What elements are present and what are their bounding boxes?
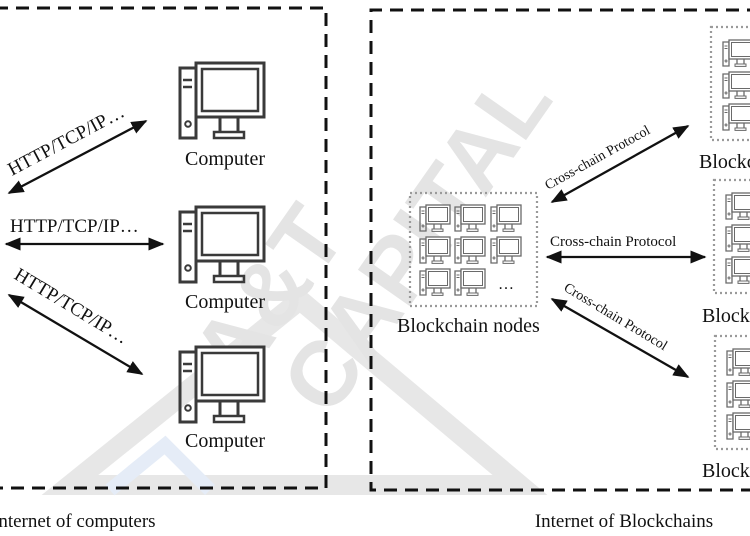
watermark: A&T CAPITAL — [41, 52, 571, 496]
watermark-triangle-shape — [41, 287, 548, 495]
cross-chain-link-label-3: Cross-chain Protocol — [561, 281, 670, 355]
node-icon — [725, 192, 750, 221]
computer-label: Computer — [185, 430, 265, 452]
computer-1: Computer — [178, 61, 266, 170]
blockchain-label: Blockchain — [699, 151, 750, 173]
node-icon — [725, 224, 750, 253]
left-panel-border — [0, 6, 328, 490]
node-icon — [726, 412, 750, 441]
node-icon — [722, 103, 750, 132]
blockchain-border — [712, 178, 750, 295]
http-link-label-2: HTTP/TCP/IP… — [10, 216, 139, 237]
left-panel-caption: Internet of computers — [0, 511, 156, 532]
blockchain-label: Blockchain — [702, 460, 750, 482]
computer-icon — [178, 61, 266, 140]
node-icon — [722, 39, 750, 68]
right-panel-border — [369, 8, 750, 492]
right-panel-caption: Internet of Blockchains — [535, 511, 713, 532]
blockchain-node-cluster: … Blockchain nodes — [397, 191, 540, 337]
blockchain-2: Blockchain — [702, 178, 750, 327]
node-icon — [454, 268, 486, 297]
blockchain-border — [709, 25, 750, 142]
cross-chain-link-label-1: Cross-chain Protocol — [543, 123, 653, 193]
cross-chain-link-label-2: Cross-chain Protocol — [550, 234, 676, 250]
computer-label: Computer — [185, 291, 265, 313]
node-icon — [722, 71, 750, 100]
node-icon — [490, 236, 522, 265]
node-icon — [725, 256, 750, 285]
node-icon — [726, 380, 750, 409]
blockchain-label: Blockchain — [702, 305, 750, 327]
blockchain-1: Blockchain — [699, 25, 750, 173]
cross-chain-link-arrow-1 — [550, 124, 690, 204]
computer-2: Computer — [178, 205, 266, 313]
right-panel-internet-of-blockchains: … Blockchain nodes Blockchain Blockchain… — [369, 8, 750, 532]
http-link-arrow-3 — [7, 294, 144, 375]
node-cluster-label: Blockchain nodes — [397, 315, 540, 337]
blockchain-border — [713, 334, 750, 451]
blockchain-3: Blockchain — [702, 334, 750, 482]
computer-3: Computer — [178, 345, 266, 452]
http-link-arrow-1 — [7, 119, 148, 195]
node-icon — [726, 348, 750, 377]
computer-label: Computer — [185, 148, 265, 170]
cross-chain-link-arrow-3 — [550, 298, 690, 378]
node-ellipsis: … — [498, 276, 514, 293]
watermark-accent-shape — [105, 435, 215, 496]
